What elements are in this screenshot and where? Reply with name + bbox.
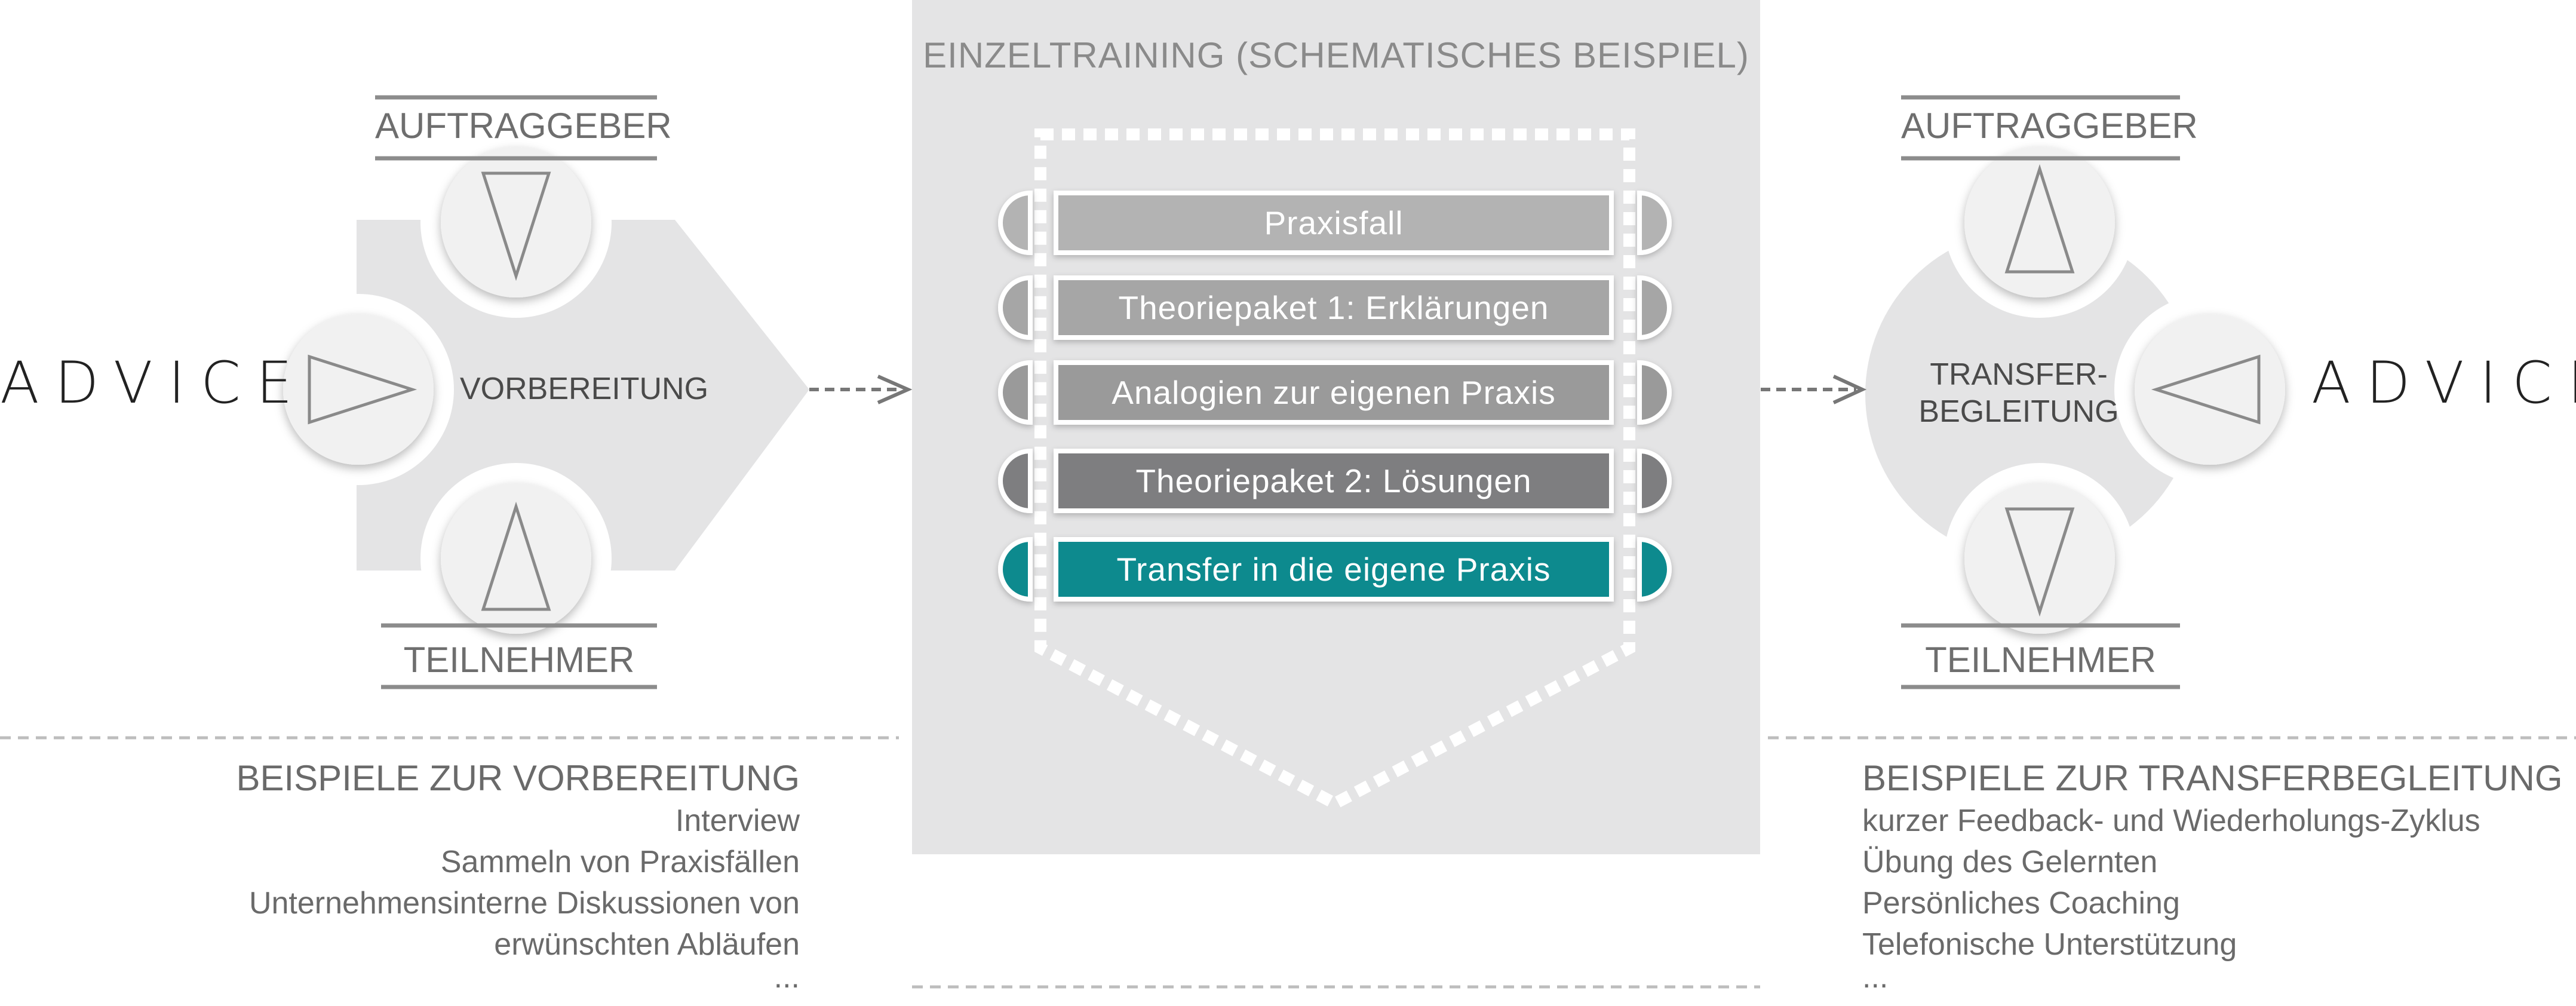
list-item: Unternehmensinterne Diskussionen von xyxy=(248,886,800,921)
step-label: Theoriepaket 1: Erklärungen xyxy=(1118,289,1549,326)
right-logo: ADVICE xyxy=(2311,349,2576,416)
center-panel xyxy=(912,0,1760,854)
step-bar xyxy=(998,448,1672,514)
list-item: Persönliches Coaching xyxy=(1862,886,2180,921)
step-left-cap xyxy=(998,190,1033,256)
step-bar-body xyxy=(1054,449,1614,513)
left-examples-list: Interview Sammeln von Praxisfällen Unter… xyxy=(248,800,800,995)
left-top-role: AUFTRAGGEBER xyxy=(375,106,672,146)
step-label: Analogien zur eigenen Praxis xyxy=(1112,374,1556,411)
step-right-cap xyxy=(1637,275,1672,341)
left-bottom-node xyxy=(420,463,612,654)
step-bar-body xyxy=(1054,191,1614,255)
list-item: Übung des Gelernten xyxy=(1862,845,2158,879)
right-bottom-node xyxy=(1944,463,2135,654)
step-bar xyxy=(998,536,1672,602)
step-left-cap xyxy=(998,536,1033,602)
transfer-shape xyxy=(1865,229,2196,560)
step-right-cap xyxy=(1637,190,1672,256)
step-bar-body xyxy=(1054,360,1614,425)
left-phase-label: VORBEREITUNG xyxy=(460,372,709,406)
right-examples-title: BEISPIELE ZUR TRANSFERBEGLEITUNG xyxy=(1862,758,2563,798)
list-item: Interview xyxy=(675,803,800,838)
right-middle-node xyxy=(2114,294,2305,485)
dashed-arrow-icon xyxy=(809,375,913,404)
triangle-down-icon xyxy=(481,171,551,281)
triangle-left-icon xyxy=(2151,354,2261,425)
step-bar xyxy=(998,190,1672,256)
triangle-up-icon xyxy=(2004,164,2075,274)
step-right-cap xyxy=(1637,360,1672,425)
step-bars xyxy=(998,190,1672,602)
triangle-right-icon xyxy=(308,354,417,425)
right-bottom-role: TEILNEHMER xyxy=(1925,640,2156,680)
center-title: EINZELTRAINING (SCHEMATISCHES BEISPIEL) xyxy=(923,35,1749,75)
list-item: Sammeln von Praxisfällen xyxy=(440,845,800,879)
step-bar-body xyxy=(1054,275,1614,340)
step-left-cap xyxy=(998,448,1033,514)
triangle-up-icon xyxy=(481,501,551,611)
right-phase-line2: BEGLEITUNG xyxy=(1918,394,2119,429)
dashed-arrow-icon xyxy=(1761,375,1867,404)
step-right-cap xyxy=(1637,536,1672,602)
list-item: kurzer Feedback- und Wiederholungs-Zyklu… xyxy=(1862,803,2480,838)
right-top-role: AUFTRAGGEBER xyxy=(1901,106,2198,146)
left-bottom-role: TEILNEHMER xyxy=(403,640,635,680)
left-examples-title: BEISPIELE ZUR VORBEREITUNG xyxy=(236,758,800,798)
step-label: Praxisfall xyxy=(1264,204,1404,241)
step-bar xyxy=(998,275,1672,341)
right-examples-list: kurzer Feedback- und Wiederholungs-Zyklu… xyxy=(1862,800,2480,995)
step-label: Transfer in die eigene Praxis xyxy=(1116,551,1551,588)
triangle-down-icon xyxy=(2004,507,2075,617)
right-phase-label: TRANSFER- BEGLEITUNG xyxy=(1893,356,2144,430)
left-logo: ADVICE xyxy=(0,349,308,416)
step-label: Theoriepaket 2: Lösungen xyxy=(1135,462,1532,499)
dotted-frame xyxy=(1034,128,1635,811)
list-item: erwünschten Abläufen xyxy=(494,927,800,962)
list-item: ... xyxy=(773,960,800,995)
step-left-cap xyxy=(998,275,1033,341)
left-top-node xyxy=(420,127,612,318)
left-middle-node xyxy=(263,294,454,485)
list-item: ... xyxy=(1862,960,1889,995)
step-bar xyxy=(998,360,1672,425)
step-right-cap xyxy=(1637,448,1672,514)
right-phase-line1: TRANSFER- xyxy=(1930,357,2108,392)
step-left-cap xyxy=(998,360,1033,425)
step-bar-body xyxy=(1054,537,1614,602)
right-top-node xyxy=(1944,127,2135,318)
list-item: Telefonische Unterstützung xyxy=(1862,927,2237,962)
